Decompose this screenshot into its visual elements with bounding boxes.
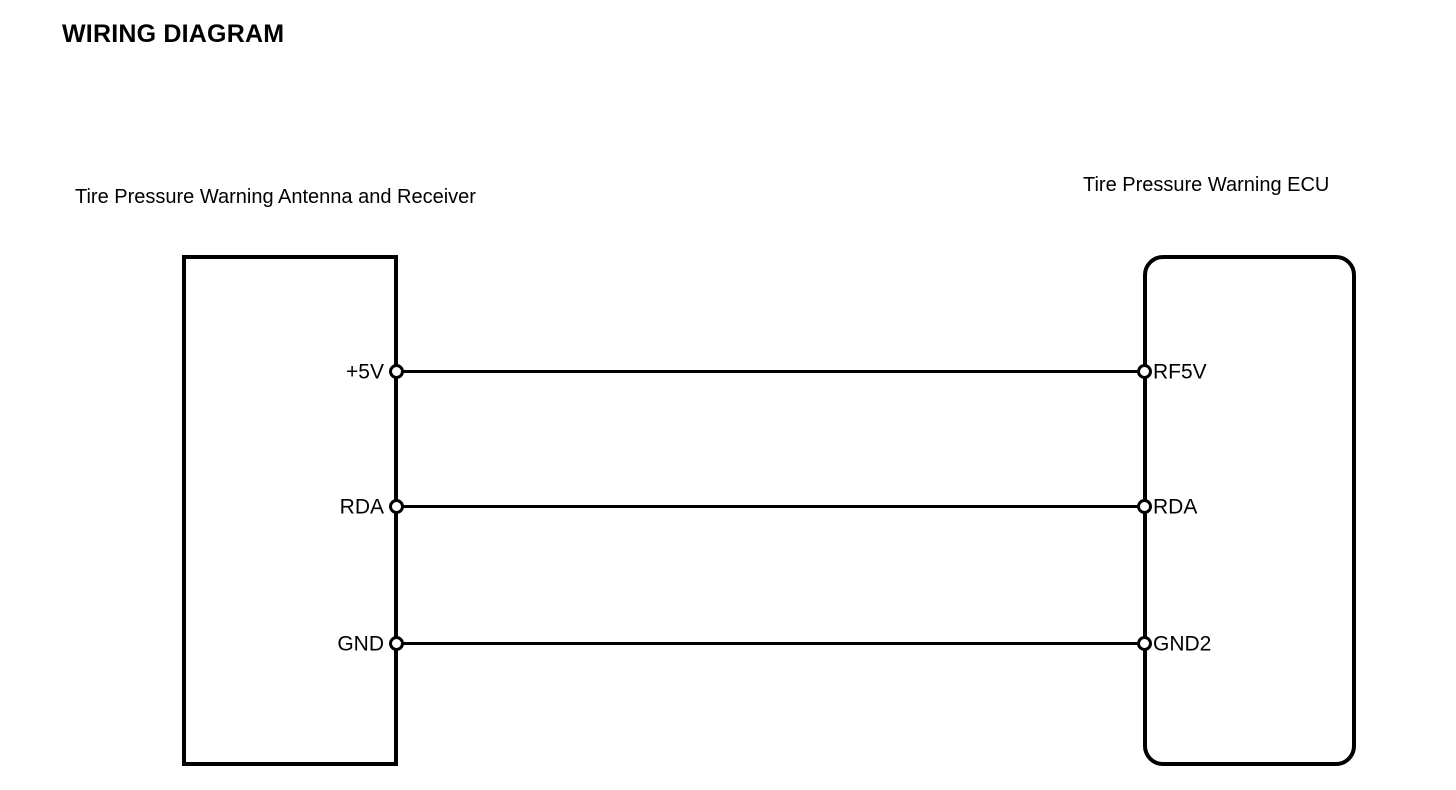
pin-label-ecu-rda: RDA [1153, 495, 1198, 519]
terminal-ecu-rda [1137, 499, 1152, 514]
wire-rda-to-rda [396, 505, 1146, 508]
pin-label-antenna-gnd: GND [337, 632, 384, 656]
terminal-ecu-gnd2 [1137, 636, 1152, 651]
terminal-antenna-plus5v [389, 364, 404, 379]
pin-label-ecu-rf5v: RF5V [1153, 360, 1207, 384]
terminal-antenna-gnd [389, 636, 404, 651]
component-caption-antenna: Tire Pressure Warning Antenna and Receiv… [75, 186, 476, 208]
wire-gnd-to-gnd2 [396, 642, 1146, 645]
pin-label-antenna-rda: RDA [339, 495, 384, 519]
pin-label-antenna-plus5v: +5V [346, 360, 384, 384]
pin-label-ecu-gnd2: GND2 [1153, 632, 1212, 656]
terminal-antenna-rda [389, 499, 404, 514]
wire-plus5v-to-rf5v [396, 370, 1146, 373]
component-caption-ecu: Tire Pressure Warning ECU [1083, 174, 1330, 196]
page-title: WIRING DIAGRAM [62, 20, 285, 48]
component-box-antenna-receiver [182, 255, 398, 766]
terminal-ecu-rf5v [1137, 364, 1152, 379]
